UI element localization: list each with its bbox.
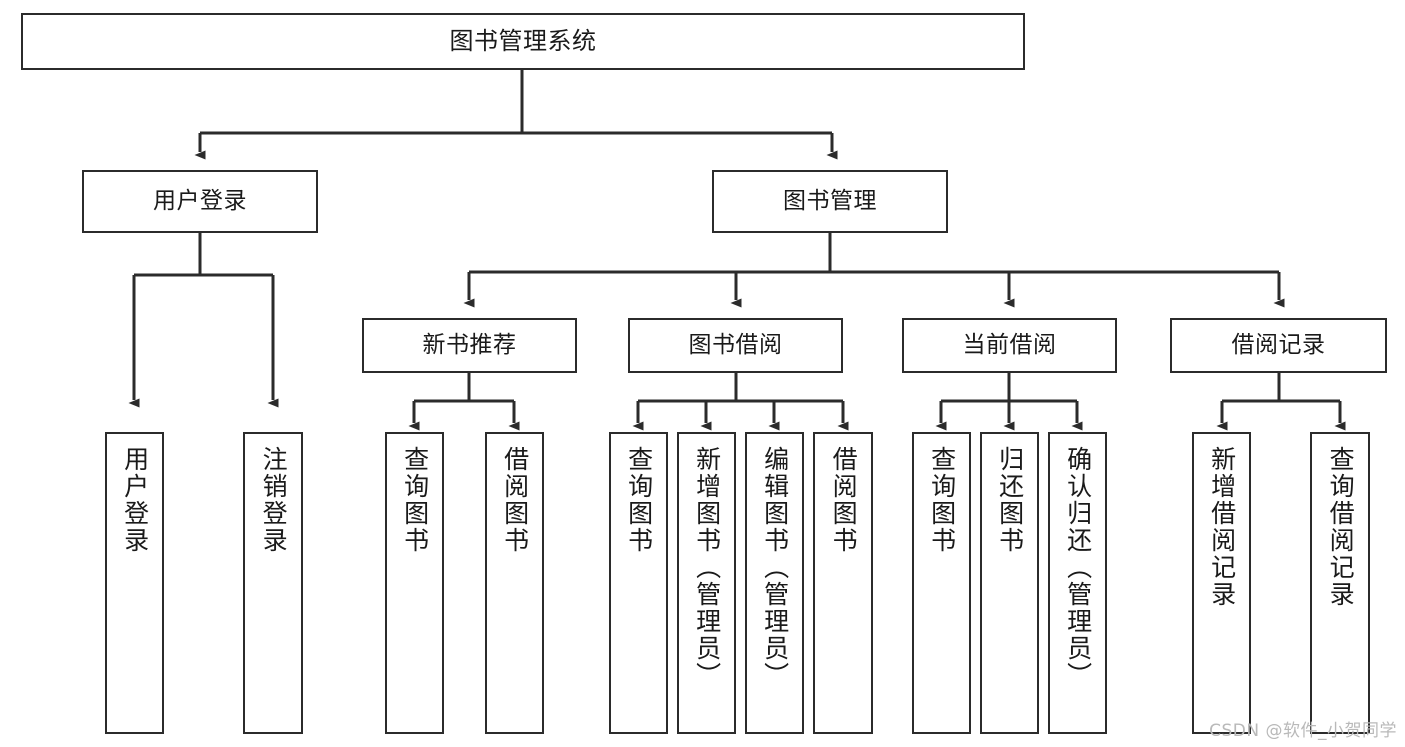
node-label: 用户登录 bbox=[153, 187, 247, 214]
node-leaf-query-record[interactable]: 查询借阅记录 bbox=[1310, 432, 1370, 734]
node-label: 确认归还（管理员） bbox=[1063, 446, 1093, 689]
node-label: 查询图书 bbox=[624, 446, 654, 554]
node-leaf-borrow-book-2[interactable]: 借阅图书 bbox=[813, 432, 873, 734]
node-label: 查询借阅记录 bbox=[1326, 446, 1356, 608]
node-label: 借阅图书 bbox=[500, 446, 530, 554]
node-leaf-user-login[interactable]: 用户登录 bbox=[105, 432, 164, 734]
csdn-watermark: CSDN @软件_小贺同学 bbox=[1209, 721, 1397, 741]
node-label: 图书管理 bbox=[783, 187, 877, 214]
node-label: 新增借阅记录 bbox=[1207, 446, 1237, 608]
node-root-book-management-system[interactable]: 图书管理系统 bbox=[21, 13, 1025, 70]
node-label: 图书管理系统 bbox=[449, 27, 597, 56]
node-label: 图书借阅 bbox=[688, 331, 783, 358]
node-leaf-query-book-3[interactable]: 查询图书 bbox=[912, 432, 971, 734]
node-leaf-add-book[interactable]: 新增图书（管理员） bbox=[677, 432, 736, 734]
node-label: 编辑图书（管理员） bbox=[760, 446, 790, 689]
node-leaf-confirm-return[interactable]: 确认归还（管理员） bbox=[1048, 432, 1107, 734]
node-label: 借阅记录 bbox=[1231, 331, 1326, 358]
node-label: 新书推荐 bbox=[422, 331, 517, 358]
node-label: 注销登录 bbox=[259, 446, 289, 554]
node-book-manage[interactable]: 图书管理 bbox=[712, 170, 948, 233]
node-new-book-recommend[interactable]: 新书推荐 bbox=[362, 318, 577, 373]
node-leaf-query-book-2[interactable]: 查询图书 bbox=[609, 432, 668, 734]
node-leaf-borrow-book-1[interactable]: 借阅图书 bbox=[485, 432, 544, 734]
node-user-login[interactable]: 用户登录 bbox=[82, 170, 318, 233]
node-label: 当前借阅 bbox=[962, 331, 1057, 358]
node-label: 用户登录 bbox=[120, 446, 150, 554]
node-leaf-return-book[interactable]: 归还图书 bbox=[980, 432, 1039, 734]
node-leaf-logout-login[interactable]: 注销登录 bbox=[243, 432, 303, 734]
node-borrow-record[interactable]: 借阅记录 bbox=[1170, 318, 1387, 373]
node-leaf-query-book-1[interactable]: 查询图书 bbox=[385, 432, 444, 734]
node-label: 借阅图书 bbox=[829, 446, 859, 554]
node-label: 查询图书 bbox=[927, 446, 957, 554]
node-leaf-edit-book[interactable]: 编辑图书（管理员） bbox=[745, 432, 804, 734]
node-label: 归还图书 bbox=[995, 446, 1025, 554]
node-book-borrow[interactable]: 图书借阅 bbox=[628, 318, 843, 373]
node-label: 新增图书（管理员） bbox=[692, 446, 722, 689]
node-leaf-add-record[interactable]: 新增借阅记录 bbox=[1192, 432, 1251, 734]
node-current-borrow[interactable]: 当前借阅 bbox=[902, 318, 1117, 373]
node-label: 查询图书 bbox=[400, 446, 430, 554]
